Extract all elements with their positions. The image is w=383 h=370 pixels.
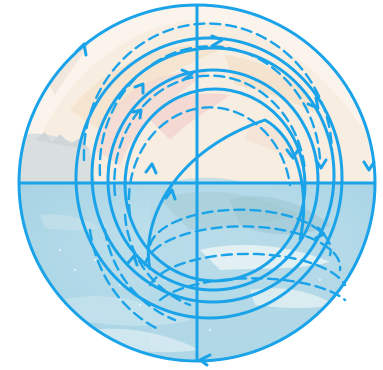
circle-frame-icon [0, 0, 383, 370]
artwork-canvas [0, 0, 383, 370]
painted-background [0, 0, 383, 370]
